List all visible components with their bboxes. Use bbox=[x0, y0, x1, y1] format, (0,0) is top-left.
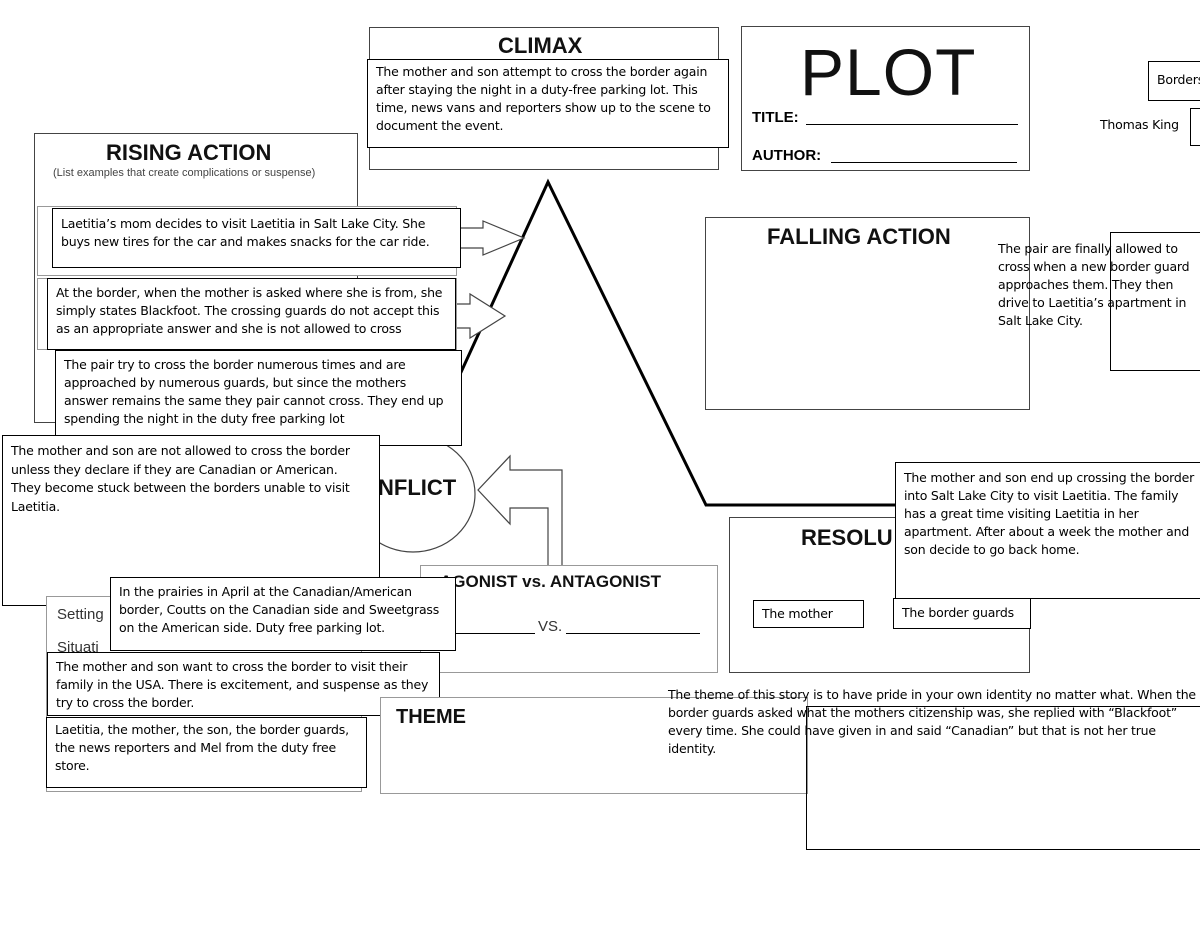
protagonist-response[interactable]: The mother bbox=[753, 600, 864, 628]
falling-response: The pair are finally allowed to cross wh… bbox=[998, 241, 1190, 328]
protagonist-frame bbox=[420, 565, 718, 673]
theme-heading: THEME bbox=[396, 706, 466, 728]
protagonist-heading: AGONIST vs. ANTAGONIST bbox=[440, 572, 662, 591]
antagonist-response[interactable]: The border guards bbox=[893, 598, 1031, 629]
setting-label: Setting bbox=[57, 606, 104, 623]
falling-response-box[interactable] bbox=[1110, 232, 1200, 371]
conflict-arrow bbox=[477, 454, 563, 567]
title-answer[interactable]: Borders bbox=[1148, 61, 1200, 101]
climax-heading: CLIMAX bbox=[498, 33, 583, 58]
falling-action-heading: FALLING ACTION bbox=[767, 224, 951, 249]
rising-arrow-2 bbox=[449, 292, 507, 340]
rising-response-3[interactable]: The pair try to cross the border numerou… bbox=[55, 350, 462, 446]
rising-action-subtitle: (List examples that create complications… bbox=[53, 167, 316, 179]
title-underline bbox=[806, 124, 1018, 125]
title-label: TITLE: bbox=[752, 109, 799, 126]
falling-action-frame bbox=[705, 217, 1030, 410]
climax-response[interactable]: The mother and son attempt to cross the … bbox=[367, 59, 729, 148]
resolution-response[interactable]: The mother and son end up crossing the b… bbox=[895, 462, 1200, 599]
resolution-heading: RESOLU bbox=[801, 525, 893, 550]
theme-response: The theme of this story is to have pride… bbox=[668, 687, 1196, 756]
plot-title: PLOT bbox=[800, 35, 977, 109]
situation-response[interactable]: The mother and son want to cross the bor… bbox=[47, 652, 440, 716]
author-answer-box[interactable] bbox=[1190, 108, 1200, 146]
rising-arrow-1 bbox=[457, 220, 526, 256]
setting-response[interactable]: In the prairies in April at the Canadian… bbox=[110, 577, 456, 651]
rising-response-2[interactable]: At the border, when the mother is asked … bbox=[47, 278, 456, 350]
author-label: AUTHOR: bbox=[752, 147, 822, 164]
characters-response[interactable]: Laetitia, the mother, the son, the borde… bbox=[46, 717, 367, 788]
conflict-heading: NFLICT bbox=[378, 475, 457, 500]
author-answer-text: Thomas King bbox=[1100, 117, 1179, 132]
situation-label: Situati bbox=[57, 639, 99, 656]
rising-action-heading: RISING ACTION bbox=[106, 140, 272, 165]
rising-response-1[interactable]: Laetitia’s mom decides to visit Laetitia… bbox=[52, 208, 461, 268]
protagonist-underline bbox=[455, 633, 535, 634]
antagonist-underline bbox=[566, 633, 700, 634]
theme-frame bbox=[380, 697, 808, 794]
plot-title-frame bbox=[741, 26, 1030, 171]
vs-label: VS. bbox=[538, 618, 563, 635]
theme-answer-box[interactable] bbox=[806, 706, 1200, 850]
author-underline bbox=[831, 162, 1017, 163]
